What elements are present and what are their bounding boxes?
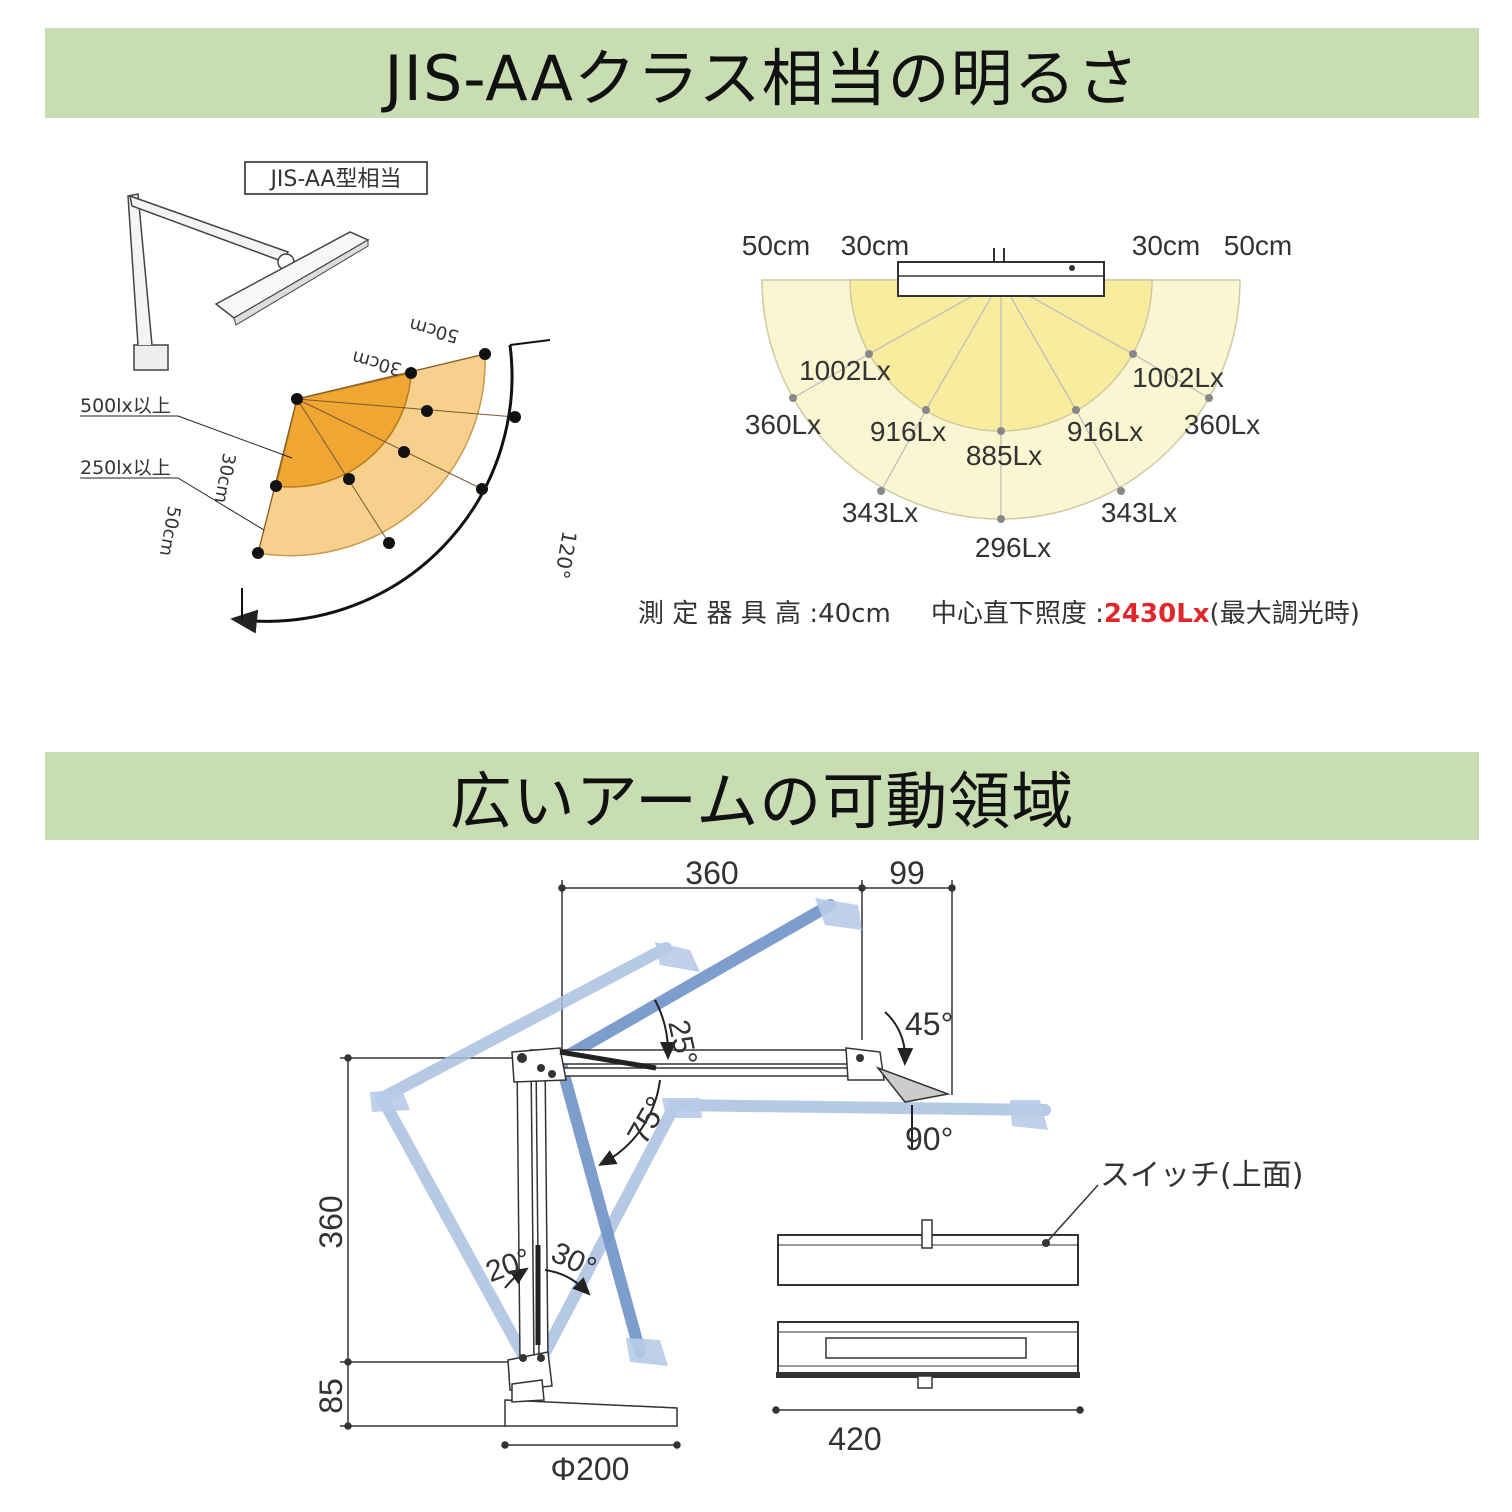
dist-right-50cm: 50cm [1224,230,1292,261]
lux-inner-right: 1002Lx [1132,362,1224,393]
dist-left-50cm: 50cm [742,230,810,261]
legend-250lx: 250lx以上 [80,457,171,479]
lamp-badge-text: JIS-AA型相当 [268,167,401,192]
lamp-illustration: JIS-AA型相当 [127,161,428,371]
section-title-arm-range: 広いアームの可動領域 [45,752,1479,840]
center-illum-value: 2430Lx [1104,599,1210,629]
measurement-note: 測 定 器 具 高 :40cm 中心直下照度 :2430Lx(最大調光時) [638,599,1360,629]
lux-outer-right-top: 360Lx [1184,409,1260,440]
lux-distribution-diagram: 50cm 30cm 30cm 50cm 1002Lx 1002Lx 360Lx … [742,230,1292,563]
dim-top-360: 360 [685,855,738,891]
fan-top-30cm: 30cm [350,346,404,379]
lux-outer-left-top: 360Lx [745,409,821,440]
angle-45: 45° [905,1006,953,1042]
center-illum-note: (最大調光時) [1210,599,1360,629]
dim-base: Φ200 [551,1451,630,1487]
fan-top-50cm: 50cm [407,313,461,346]
dist-right-30cm: 30cm [1132,230,1200,261]
lux-lower-right: 343Lx [1101,497,1177,528]
angle-90: 90° [905,1121,953,1157]
fan-angle-label: 120° [550,529,582,581]
lux-mid-left: 916Lx [870,416,946,447]
legend-500lx: 500lx以上 [80,395,171,417]
fan-500lx-zone [275,372,412,488]
lamp-badge-box [244,161,428,195]
arm-range-diagram: 360 99 360 85 Φ200 420 [313,855,1303,1487]
lux-center: 885Lx [966,440,1042,471]
switch-label: スイッチ(上面) [1100,1158,1303,1193]
lux-inner-left: 1002Lx [799,355,891,386]
measure-height-value: 40cm [818,599,891,629]
fan-left-30cm: 30cm [210,451,239,504]
dim-head-width: 420 [828,1421,881,1457]
center-illum-label: 中心直下照度 : [931,599,1104,629]
measure-height-label: 測 定 器 具 高 : [638,599,818,629]
section-title-brightness: JIS-AAクラス相当の明るさ [45,28,1479,118]
lux-mid-right: 916Lx [1067,416,1143,447]
dim-left-360: 360 [313,1195,349,1248]
lux-bottom: 296Lx [975,532,1051,563]
angle-30: 30° [546,1236,601,1285]
dim-left-85: 85 [313,1378,349,1414]
dim-top-99: 99 [889,855,925,891]
lux-lower-left: 343Lx [842,497,918,528]
dist-left-30cm: 30cm [841,230,909,261]
fan-left-50cm: 50cm [155,504,184,557]
